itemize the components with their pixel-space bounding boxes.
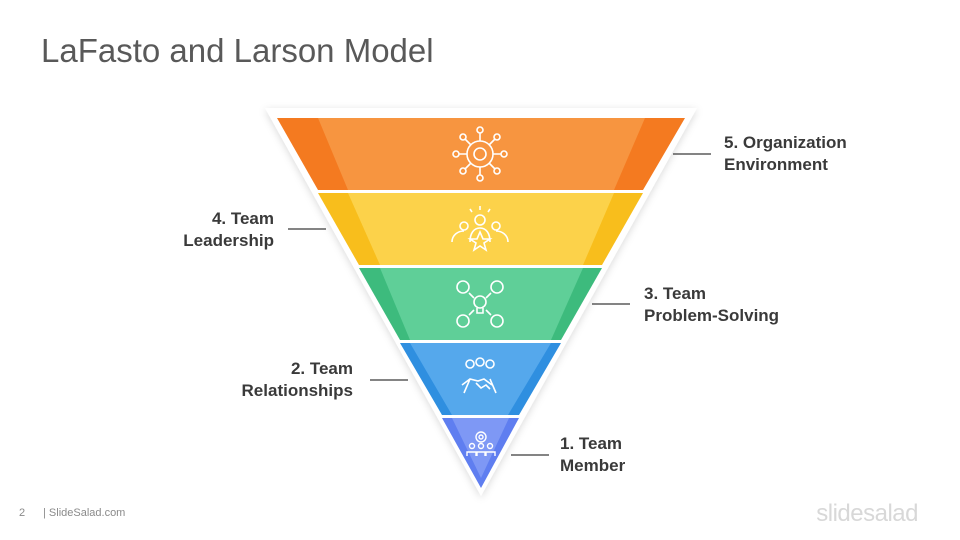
team-idea-icon bbox=[456, 280, 504, 328]
team-gear-icon bbox=[466, 431, 496, 456]
level-5-band bbox=[277, 118, 685, 190]
level-3-band bbox=[359, 268, 602, 340]
level-1-band bbox=[442, 418, 519, 488]
handshake-icon bbox=[461, 357, 497, 394]
footer-site: | SlideSalad.com bbox=[43, 507, 126, 519]
page-number: 2 bbox=[19, 507, 26, 519]
level-2-band bbox=[400, 343, 561, 415]
slide-title: LaFasto and Larson Model bbox=[41, 32, 434, 69]
leader-star-icon bbox=[451, 206, 509, 252]
level-4-band bbox=[318, 193, 643, 265]
network-gear-icon bbox=[452, 126, 508, 182]
brand-logo: slidesalad bbox=[816, 500, 918, 527]
